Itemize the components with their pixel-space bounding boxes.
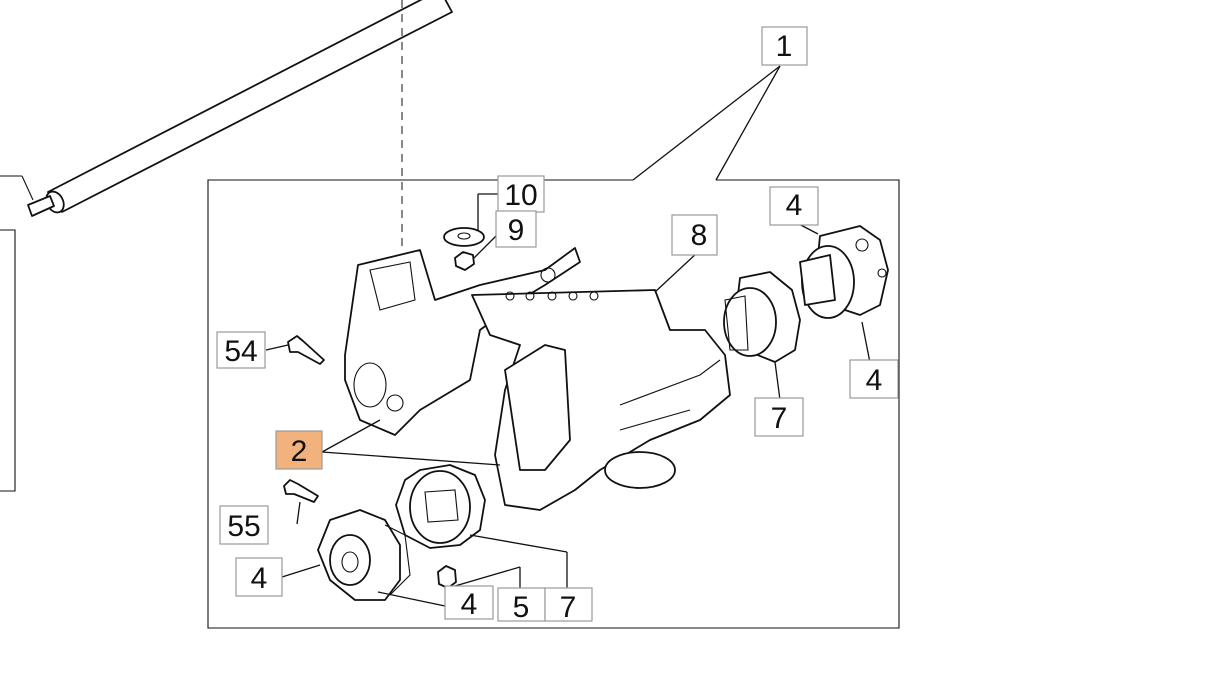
callout-55: 55: [219, 505, 269, 545]
screw-55: [283, 479, 319, 503]
svg-text:4: 4: [251, 562, 268, 595]
svg-text:55: 55: [227, 510, 260, 543]
callout-4-left: 4: [235, 557, 283, 597]
callout-8: 8: [671, 214, 718, 256]
washer-part: [443, 227, 485, 247]
svg-text:7: 7: [560, 591, 577, 624]
svg-text:1: 1: [776, 30, 793, 63]
left-panel-edge: [0, 229, 16, 492]
gear-right: [723, 271, 801, 363]
callout-10: 10: [497, 175, 545, 213]
assembly-frame: [207, 179, 900, 629]
svg-text:4: 4: [461, 588, 478, 621]
svg-text:8: 8: [691, 219, 708, 252]
callout-4-right-edge: 4: [849, 359, 899, 399]
svg-text:7: 7: [771, 402, 788, 435]
callout-2-highlighted: 2: [275, 430, 323, 470]
callout-7-bottom: 7: [544, 587, 593, 624]
callout-4-bottom: 4: [444, 585, 494, 621]
callout-9: 9: [495, 210, 537, 248]
nut-part: [454, 251, 475, 271]
callout-5: 5: [497, 587, 546, 624]
svg-text:5: 5: [513, 591, 530, 624]
callout-7-right: 7: [754, 397, 804, 437]
screw-54: [287, 335, 325, 365]
callout-4-top-right: 4: [769, 186, 819, 226]
svg-text:4: 4: [786, 189, 803, 222]
bushing-part-5: [437, 565, 457, 589]
drive-shaft: [0, 0, 453, 217]
svg-text:54: 54: [224, 335, 257, 368]
gear-bottom: [395, 464, 486, 549]
gear-housing: [344, 247, 731, 511]
flange-bottom-left: [317, 509, 411, 601]
svg-text:9: 9: [508, 214, 525, 247]
callout-54: 54: [216, 331, 266, 369]
callout-1: 1: [761, 26, 808, 66]
svg-text:4: 4: [866, 364, 883, 397]
flange-top-right: [799, 225, 889, 319]
svg-text:10: 10: [504, 179, 537, 212]
svg-text:2: 2: [291, 435, 308, 468]
